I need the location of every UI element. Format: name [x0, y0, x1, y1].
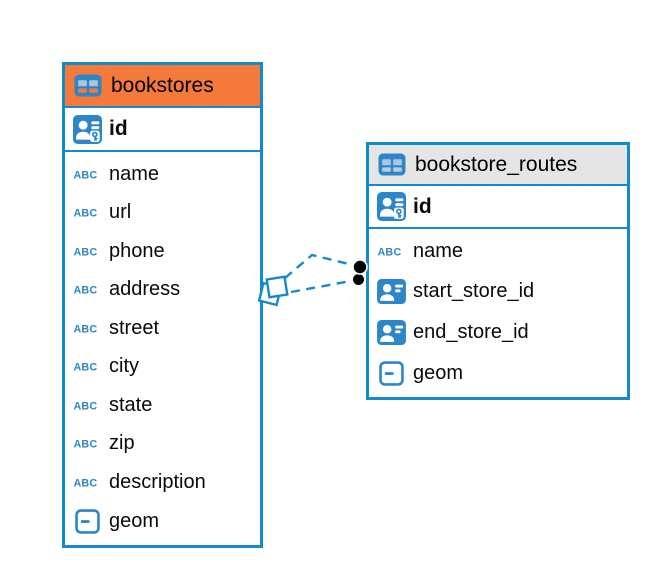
field-row[interactable]: phone	[65, 240, 260, 263]
geometry-type-icon	[376, 361, 406, 386]
text-type-icon	[376, 244, 406, 259]
relationship-dot-marker-back[interactable]	[351, 272, 366, 287]
field-list: name url phone address street city	[65, 152, 260, 545]
field-name: id	[413, 194, 432, 218]
table-bookstores[interactable]: bookstores id name url phone address	[62, 62, 263, 548]
field-name: city	[109, 355, 139, 378]
text-type-icon	[72, 475, 102, 490]
field-name: geom	[109, 510, 160, 533]
text-type-icon	[72, 359, 102, 374]
field-name: address	[109, 278, 181, 301]
field-name: name	[109, 162, 160, 185]
field-row[interactable]: geom	[65, 509, 260, 534]
field-name: url	[109, 201, 132, 224]
text-type-icon	[72, 398, 102, 413]
text-type-icon	[72, 321, 102, 336]
relationship-dot-marker-front[interactable]	[352, 259, 368, 275]
field-name: start_store_id	[413, 280, 535, 302]
field-name: end_store_id	[413, 321, 529, 343]
field-row[interactable]: name	[65, 163, 260, 186]
table-icon	[73, 74, 103, 97]
primary-key-icon	[72, 115, 102, 144]
relationship-line-start-store[interactable]	[290, 279, 352, 294]
primary-key-icon	[376, 192, 406, 221]
field-name: phone	[109, 239, 165, 262]
field-name: state	[109, 393, 153, 416]
text-type-icon	[72, 244, 102, 259]
field-row[interactable]: city	[65, 355, 260, 378]
field-row[interactable]: end_store_id	[369, 320, 627, 345]
text-type-icon	[72, 167, 102, 182]
relationship-diamond-marker-front[interactable]	[265, 275, 289, 299]
field-name: id	[109, 117, 128, 140]
field-row[interactable]: name	[369, 240, 627, 263]
table-title: bookstore_routes	[415, 152, 578, 176]
table-title: bookstores	[111, 73, 214, 97]
table-icon	[377, 153, 407, 176]
field-row-pk[interactable]: id	[369, 186, 627, 229]
table-bookstore-routes-header[interactable]: bookstore_routes	[369, 145, 627, 186]
field-row[interactable]: zip	[65, 432, 260, 455]
text-type-icon	[72, 436, 102, 451]
field-name: name	[413, 240, 464, 262]
field-row[interactable]: street	[65, 317, 260, 340]
field-name: street	[109, 316, 160, 339]
reference-type-icon	[376, 320, 406, 345]
field-row[interactable]: address	[65, 278, 260, 301]
field-list: name start_store_id end_store_id geom	[369, 229, 627, 397]
field-row[interactable]: url	[65, 201, 260, 224]
relationship-line-end-store[interactable]	[284, 253, 354, 279]
field-row[interactable]: description	[65, 471, 260, 494]
field-name: description	[109, 470, 206, 493]
text-type-icon	[72, 282, 102, 297]
field-row[interactable]: state	[65, 394, 260, 417]
text-type-icon	[72, 205, 102, 220]
geometry-type-icon	[72, 509, 102, 534]
field-name: zip	[109, 432, 135, 455]
table-bookstores-header[interactable]: bookstores	[65, 65, 260, 108]
reference-type-icon	[376, 279, 406, 304]
field-row[interactable]: geom	[369, 361, 627, 386]
field-name: geom	[413, 362, 464, 384]
field-row-pk[interactable]: id	[65, 108, 260, 152]
table-bookstore-routes[interactable]: bookstore_routes id name start_store_id …	[366, 142, 630, 400]
field-row[interactable]: start_store_id	[369, 279, 627, 304]
